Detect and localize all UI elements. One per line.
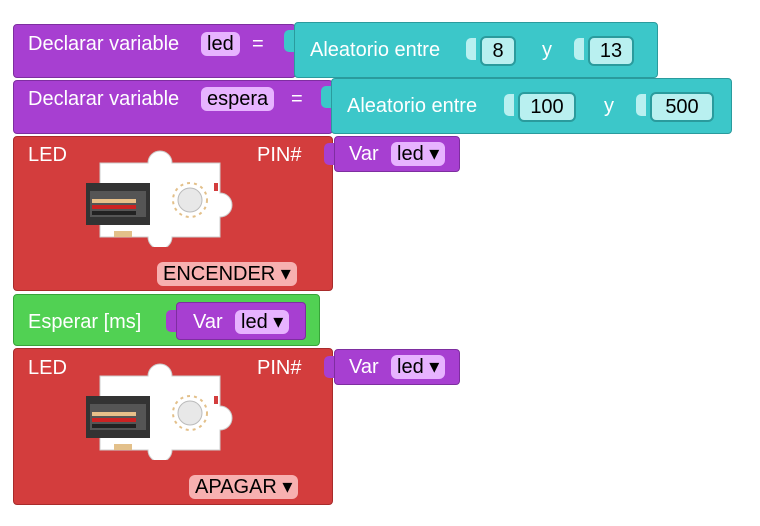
- puzzle-tab: [504, 94, 514, 116]
- puzzle-tab: [466, 38, 476, 60]
- puzzle-tab: [166, 310, 176, 332]
- puzzle-tab: [324, 356, 334, 378]
- wait-label: Esperar [ms]: [28, 311, 142, 333]
- led-module-icon: [86, 150, 233, 247]
- led-module-icon: [86, 363, 233, 460]
- declare-led-label: Declarar variable: [28, 33, 180, 55]
- var-label: Var: [193, 311, 223, 333]
- joiner-y-espera: y: [604, 95, 614, 117]
- declare-espera-label: Declarar variable: [28, 88, 180, 110]
- var-label: Var: [349, 143, 379, 165]
- var-dropdown-led[interactable]: led ▾: [391, 355, 446, 379]
- random-max-espera[interactable]: 500: [650, 92, 714, 122]
- joiner-y-led: y: [542, 39, 552, 61]
- puzzle-tab: [321, 86, 331, 108]
- declare-led-block[interactable]: [13, 24, 296, 78]
- led-on-pin-label: PIN#: [257, 144, 302, 166]
- led-off-pin-label: PIN#: [257, 357, 302, 379]
- random-max-led[interactable]: 13: [588, 36, 634, 66]
- equals-sign: =: [291, 88, 303, 110]
- var-dropdown-led[interactable]: led ▾: [235, 310, 290, 334]
- var-label: Var: [349, 356, 379, 378]
- equals-sign: =: [252, 33, 264, 55]
- puzzle-tab: [324, 143, 334, 165]
- variable-name-espera[interactable]: espera: [201, 87, 275, 111]
- led-on-state-dropdown[interactable]: ENCENDER ▾: [157, 262, 297, 286]
- declare-espera-block[interactable]: [13, 80, 333, 134]
- random-label-espera: Aleatorio entre: [347, 95, 478, 117]
- random-label-led: Aleatorio entre: [310, 39, 441, 61]
- puzzle-tab: [636, 94, 646, 116]
- random-min-led[interactable]: 8: [480, 36, 516, 66]
- puzzle-tab: [284, 30, 294, 52]
- var-dropdown-led[interactable]: led ▾: [391, 142, 446, 166]
- led-off-label: LED: [28, 357, 67, 379]
- variable-name-led[interactable]: led: [201, 32, 240, 56]
- led-on-label: LED: [28, 144, 67, 166]
- led-off-state-dropdown[interactable]: APAGAR ▾: [189, 475, 299, 499]
- puzzle-tab: [574, 38, 584, 60]
- random-min-espera[interactable]: 100: [518, 92, 576, 122]
